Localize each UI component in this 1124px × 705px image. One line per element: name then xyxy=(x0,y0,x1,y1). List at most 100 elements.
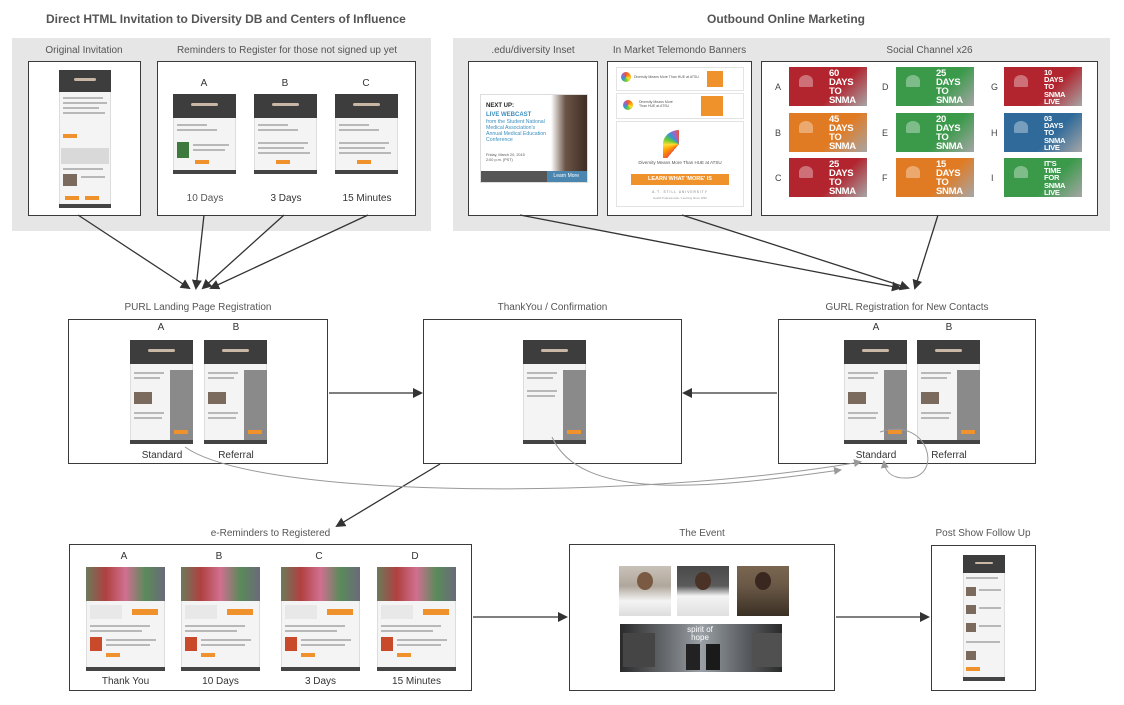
edu-time: 2:00 p.m. (PST) xyxy=(486,158,513,162)
social-tile-line: SNMA xyxy=(1044,135,1066,145)
original-invitation-email xyxy=(59,70,111,208)
edu-ad-portrait xyxy=(551,95,587,171)
social-tile-line: 45 xyxy=(829,114,839,125)
telemondo-box: Diversity Means More Than HUE at ATSU Di… xyxy=(607,61,752,216)
social-tile-line: DAYS xyxy=(829,123,854,134)
telemondo-banner-1-tagline: Diversity Means More Than HUE at ATSU xyxy=(634,75,699,79)
event-photo-2 xyxy=(677,566,729,616)
edu-next-up: NEXT UP: xyxy=(486,103,515,109)
social-tile-line: DAYS xyxy=(1044,75,1064,85)
gurl-b-page xyxy=(917,340,980,444)
ereminder-email xyxy=(377,567,456,671)
reminder-a-caption: 10 Days xyxy=(186,193,224,204)
event-banner-text: spirit of hope xyxy=(687,625,713,642)
telemondo-banner-2-cta[interactable] xyxy=(701,96,723,116)
telemondo-banner-3: Diversity Means More Than HUE at ATSU LE… xyxy=(617,122,743,206)
arrow-telemondo-to-gurl xyxy=(681,214,910,291)
atsu-sub: Health Professionals / Learning Since 18… xyxy=(653,196,707,200)
social-tile-line: SNMA xyxy=(829,186,856,197)
reminder-b-letter: B xyxy=(281,78,289,89)
social-tile-line: IT'S xyxy=(1044,159,1057,168)
social-tile-letter: C xyxy=(775,173,782,183)
telemondo-banner-3-tagline: Diversity Means More Than HUE at ATSU xyxy=(638,160,722,165)
followup-box xyxy=(931,545,1036,691)
arrow-reminder-a-to-purl xyxy=(191,214,205,290)
arrow-reminder-b-to-purl xyxy=(201,214,285,290)
ereminder-email xyxy=(281,567,360,671)
telemondo-label: In Market Telemondo Banners xyxy=(612,45,747,56)
ereminder-caption: Thank You xyxy=(101,676,150,687)
event-photo-3 xyxy=(737,566,789,616)
event-side-photo-left xyxy=(623,633,655,667)
gurl-a-letter: A xyxy=(872,322,880,333)
reminder-a-letter: A xyxy=(200,78,208,89)
curve-gurl-loop xyxy=(879,428,929,479)
social-tile-line: SNMA xyxy=(936,186,963,197)
social-channel-label: Social Channel x26 xyxy=(886,45,973,56)
snma-logo-icon xyxy=(1014,75,1028,87)
thankyou-page xyxy=(523,340,586,444)
gurl-label: GURL Registration for New Contacts xyxy=(825,302,989,313)
original-invitation-box xyxy=(28,61,141,216)
purl-b-letter: B xyxy=(232,322,240,333)
event-label: The Event xyxy=(679,528,725,539)
social-tile-line: LIVE xyxy=(1044,187,1060,197)
telemondo-banner-1-cta[interactable] xyxy=(707,71,723,87)
snma-logo-icon xyxy=(799,121,813,133)
arrow-thankyou-to-ereminders xyxy=(335,463,441,528)
social-tile-line: TO xyxy=(829,132,842,143)
edu-cta-bar[interactable]: Learn More xyxy=(481,171,587,182)
social-tile-letter: B xyxy=(775,128,782,138)
ereminder-letter: B xyxy=(215,551,223,562)
snma-logo-icon xyxy=(1014,166,1028,178)
purl-a-page xyxy=(130,340,193,444)
ereminder-caption: 10 Days xyxy=(202,676,239,687)
social-tile-line: DAYS xyxy=(936,123,961,134)
social-tile-line: SNMA xyxy=(829,141,856,152)
edu-inset-box: NEXT UP: LIVE WEBCAST from the Student N… xyxy=(468,61,598,216)
event-side-photo-right xyxy=(752,633,782,667)
edu-inset-label: .edu/diversity Inset xyxy=(491,45,575,56)
telemondo-cta-label: LEARN WHAT 'MORE' IS xyxy=(648,176,712,182)
hue-logo-icon xyxy=(623,100,633,110)
arrow-reminder-c-to-purl xyxy=(209,214,369,290)
social-tile-line: TO xyxy=(829,86,842,97)
social-tile-line: TO xyxy=(1044,82,1054,92)
original-invitation-label: Original Invitation xyxy=(45,45,123,56)
edu-webcast: LIVE WEBCAST xyxy=(486,112,532,118)
social-tile-line: 15 xyxy=(936,159,946,170)
header-direct-html: Direct HTML Invitation to Diversity DB a… xyxy=(46,12,406,26)
event-box: spirit of hope xyxy=(569,544,835,691)
ereminder-email xyxy=(86,567,165,671)
gurl-b-caption: Referral xyxy=(931,450,967,461)
social-tile-line: TO xyxy=(936,132,949,143)
telemondo-learn-more-button[interactable]: LEARN WHAT 'MORE' IS xyxy=(631,174,729,185)
reminders-box: A B C 10 Days 3 Days 15 Minutes xyxy=(157,61,416,216)
social-tile-line: SNMA xyxy=(1044,89,1066,99)
edu-ad: NEXT UP: LIVE WEBCAST from the Student N… xyxy=(481,95,587,182)
followup-label: Post Show Follow Up xyxy=(935,528,1031,539)
reminders-label: Reminders to Register for those not sign… xyxy=(176,45,398,56)
social-tile-letter: A xyxy=(775,82,782,92)
hue-fan-logo-icon xyxy=(663,130,695,158)
social-tile-line: DAYS xyxy=(936,168,961,179)
social-tile-line: 60 xyxy=(829,68,839,79)
social-tile-line: SNMA xyxy=(829,95,856,106)
social-tile-line: SNMA xyxy=(936,95,963,106)
reminder-a-email xyxy=(173,94,236,174)
purl-a-caption: Standard xyxy=(141,450,183,461)
telemondo-banner-2: Diversity Means More Than HUE at ATSU xyxy=(617,94,743,118)
purl-label: PURL Landing Page Registration xyxy=(124,302,272,313)
snma-logo-icon xyxy=(799,166,813,178)
